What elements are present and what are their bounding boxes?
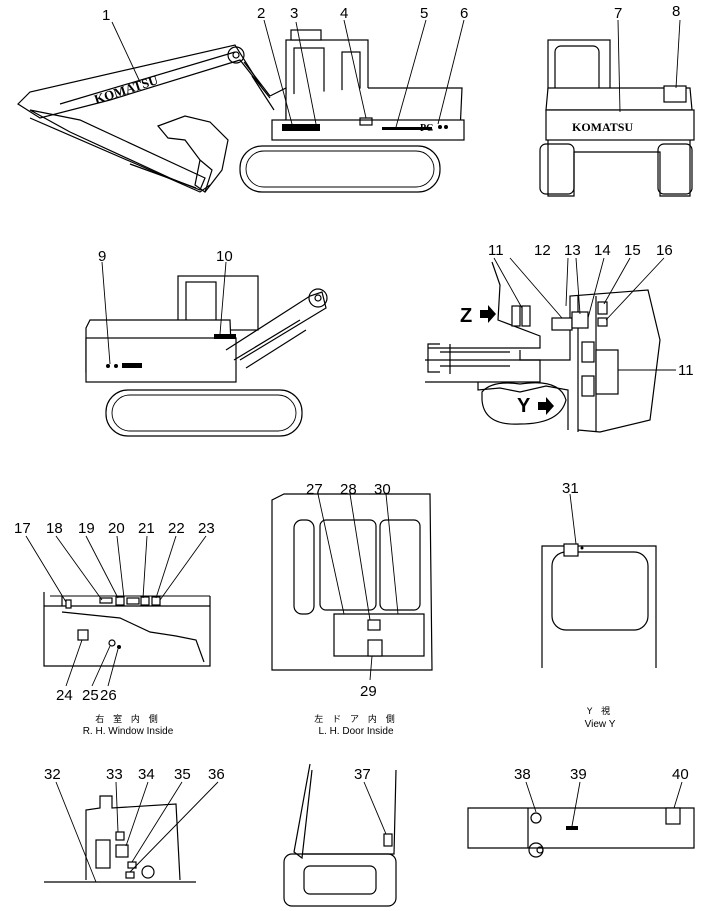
callout-39: 39 (570, 766, 587, 783)
boom-brand-decal: KOMATSU (92, 72, 160, 107)
rh-window-caption-en: R. H. Window Inside (83, 726, 174, 737)
callout-11-right: 11 (678, 362, 694, 379)
lh-door-caption-jp: 左 ド ア 内 側 (314, 713, 397, 725)
side-model-decal: PC (420, 123, 433, 134)
callout-12: 12 (534, 242, 551, 259)
door-side-detail-view (283, 763, 397, 907)
view-z-label: Z (460, 305, 472, 327)
callout-13: 13 (564, 242, 581, 259)
callout-numbers: 1 2 3 4 5 6 7 8 9 10 11 12 13 14 15 16 1… (14, 3, 694, 783)
callout-18: 18 (46, 520, 63, 537)
callout-26: 26 (100, 687, 117, 704)
callout-32: 32 (44, 766, 61, 783)
rh-window-caption-jp: 右 室 内 側 (95, 713, 161, 725)
callout-5: 5 (420, 5, 428, 22)
callout-20: 20 (108, 520, 125, 537)
callout-40: 40 (672, 766, 689, 783)
callout-6: 6 (460, 5, 468, 22)
callout-10: 10 (216, 248, 233, 265)
view-y-caption-en: View Y (585, 719, 616, 730)
rear-brand-decal: KOMATSU (572, 120, 633, 134)
callout-21: 21 (138, 520, 155, 537)
rh-window-inside-view (25, 535, 211, 687)
cab-top-detail-view: Z Y (425, 257, 676, 433)
callout-19: 19 (78, 520, 95, 537)
lh-door-caption-en: L. H. Door Inside (318, 726, 393, 737)
callout-23: 23 (198, 520, 215, 537)
callout-16: 16 (656, 242, 673, 259)
callout-31: 31 (562, 480, 579, 497)
callout-35: 35 (174, 766, 191, 783)
view-y-caption-jp: Y 視 (586, 705, 613, 717)
view-y-label: Y (517, 395, 531, 417)
callout-33: 33 (106, 766, 123, 783)
callout-17: 17 (14, 520, 31, 537)
callout-29: 29 (360, 683, 377, 700)
callout-38: 38 (514, 766, 531, 783)
cab-console-detail-view (44, 781, 219, 883)
callout-8: 8 (672, 3, 680, 20)
callout-22: 22 (168, 520, 185, 537)
callout-28: 28 (340, 481, 357, 498)
excavator-rear-view: KOMATSU (539, 19, 695, 197)
callout-4: 4 (340, 5, 348, 22)
callout-9: 9 (98, 248, 106, 265)
lh-door-inside-view (271, 493, 433, 681)
callout-11-top: 11 (488, 242, 504, 259)
callout-2: 2 (257, 5, 265, 22)
counterweight-top-view (467, 781, 695, 858)
callout-36: 36 (208, 766, 225, 783)
callout-1: 1 (102, 7, 110, 24)
callout-34: 34 (138, 766, 155, 783)
callout-24: 24 (56, 687, 73, 704)
callout-30: 30 (374, 481, 391, 498)
excavator-right-side-view (85, 261, 328, 437)
callout-25: 25 (82, 687, 99, 704)
callout-37: 37 (354, 766, 371, 783)
view-y-panel (541, 493, 657, 668)
view-captions: 右 室 内 側 R. H. Window Inside 左 ド ア 内 側 L.… (83, 705, 616, 737)
callout-14: 14 (594, 242, 611, 259)
callout-15: 15 (624, 242, 641, 259)
callout-3: 3 (290, 5, 298, 22)
excavator-left-side-view: PC KOMATSU (17, 19, 465, 193)
callout-27: 27 (306, 481, 323, 498)
callout-7: 7 (614, 5, 622, 22)
